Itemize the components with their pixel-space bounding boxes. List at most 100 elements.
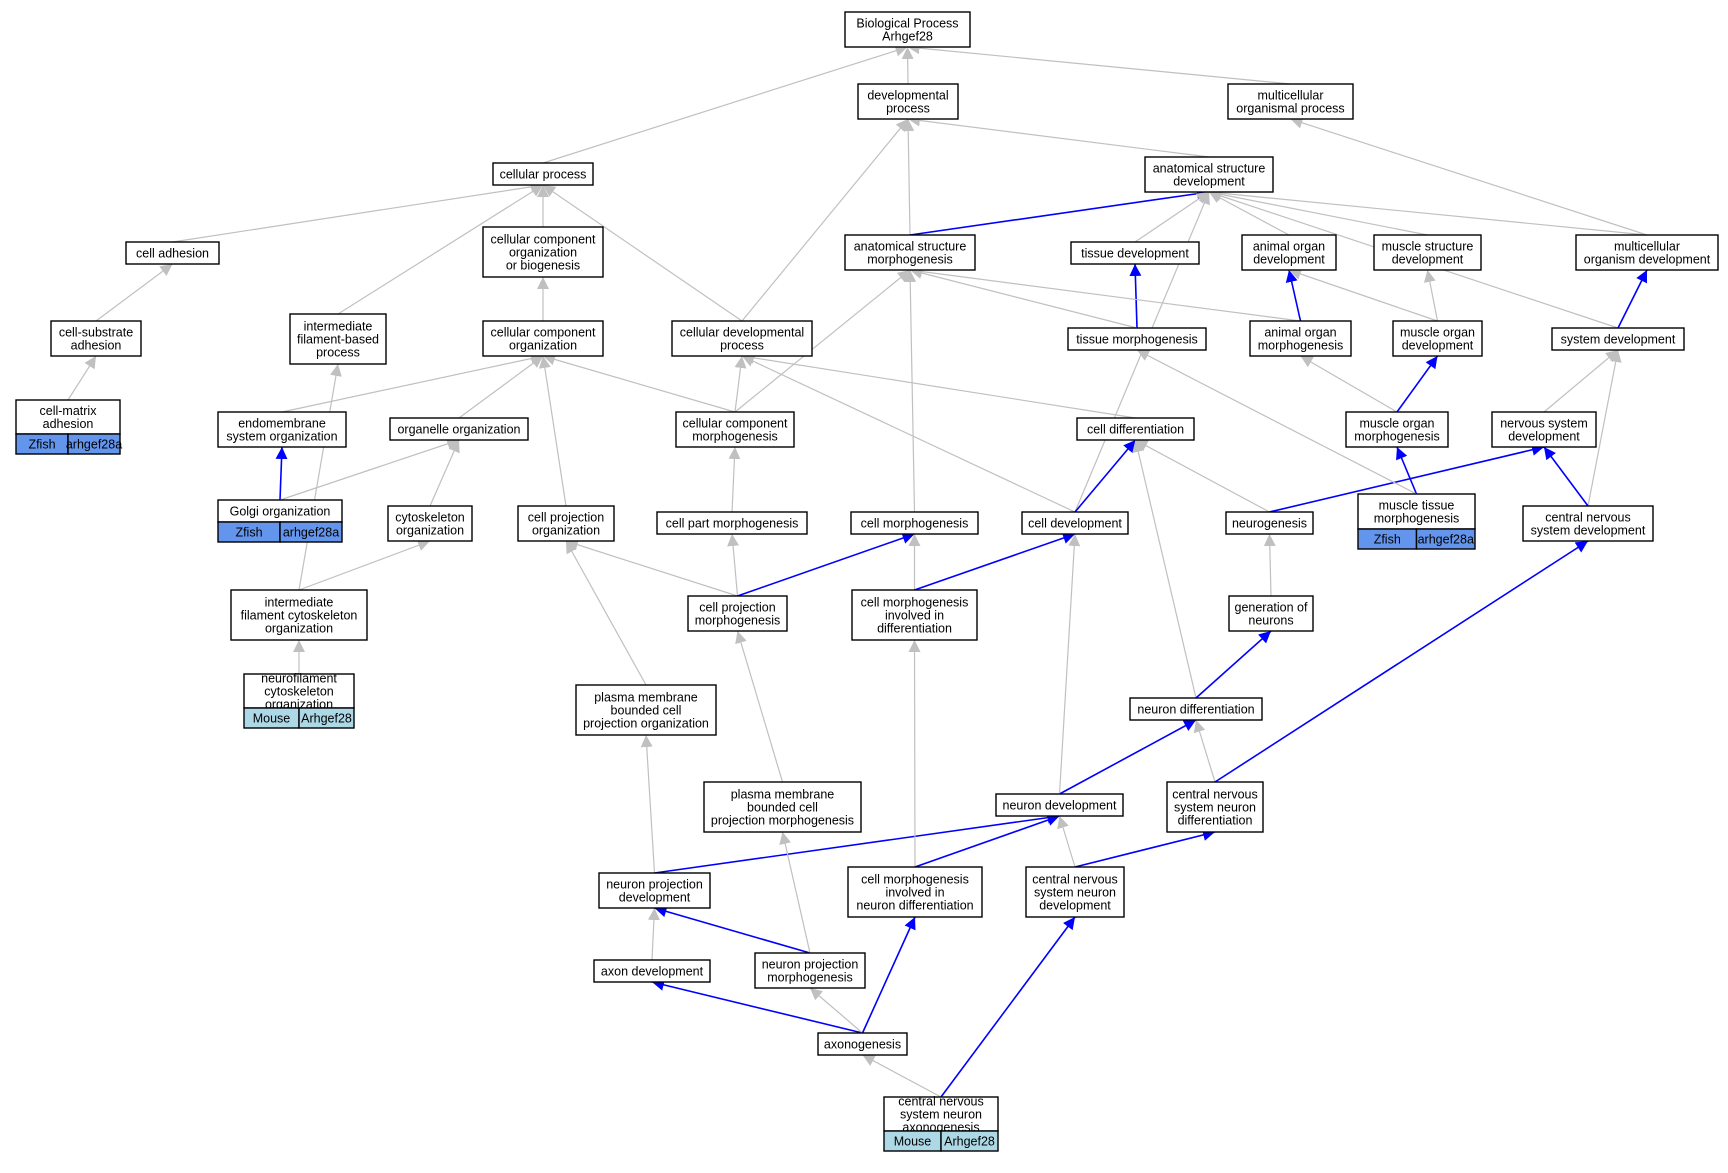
node-nd[interactable]: neuron differentiation [1129, 697, 1263, 721]
edge-npm-to-pmbcpm [779, 831, 811, 954]
node-box [1392, 320, 1483, 357]
node-label-line: bounded cell [747, 801, 818, 815]
node-cdiff[interactable]: cell differentiation [1076, 417, 1195, 441]
node-label-line: cell development [1028, 517, 1122, 531]
node-label-line: projection organization [583, 717, 709, 731]
node-label-line: generation of [1235, 601, 1309, 615]
edge-npm-to-npd [654, 905, 811, 954]
node-box [1241, 234, 1337, 271]
node-ca[interactable]: cell adhesion [125, 241, 220, 265]
node-oo[interactable]: organelle organization [389, 417, 529, 441]
edge-tm-to-td [1129, 263, 1142, 329]
node-box [289, 313, 387, 365]
node-label-line: central nervous [1172, 788, 1257, 802]
node-box [1025, 866, 1125, 918]
edge-mtm-to-tm [1136, 349, 1417, 495]
node-label-line: nervous system [1500, 417, 1588, 431]
node-label-line: neurogenesis [1232, 517, 1307, 531]
edge-ndev-to-cd [1058, 533, 1081, 795]
edge-nd-to-gon [1195, 630, 1272, 699]
edge-muom-to-muod [1396, 355, 1439, 413]
node-tm[interactable]: tissue morphogenesis [1067, 327, 1207, 351]
node-label-line: tissue morphogenesis [1076, 333, 1198, 347]
node-label-line: involved in [885, 609, 944, 623]
node-label-line: cell morphogenesis [861, 873, 969, 887]
edge-sd-to-mod [1617, 269, 1648, 329]
edge-ng-to-cdiff [1135, 439, 1270, 513]
node-ng[interactable]: neurogenesis [1225, 511, 1314, 535]
edge-dev-to-bp [901, 46, 914, 85]
node-nco[interactable]: neurofilamentcytoskeletonorganizationMou… [243, 672, 355, 729]
node-label-line: tissue development [1081, 247, 1189, 261]
node-box [598, 872, 711, 909]
edge-cm-to-asm [904, 269, 917, 513]
node-label-line: system neuron [1034, 886, 1116, 900]
node-cpm[interactable]: cell part morphogenesis [656, 511, 808, 535]
node-ndev[interactable]: neuron development [995, 793, 1124, 817]
node-box [687, 595, 788, 632]
node-label-line: process [720, 339, 764, 353]
node-ax[interactable]: axonogenesis [817, 1032, 908, 1056]
node-label-line: cell-substrate [59, 326, 133, 340]
node-cd[interactable]: cell development [1021, 511, 1129, 535]
node-label-line: development [1253, 253, 1325, 267]
node-ad[interactable]: axon development [593, 959, 711, 983]
edge-cprm-to-cpm [727, 533, 740, 597]
edge-go-to-oo [279, 438, 460, 501]
gene-label: Arhgef28 [944, 1135, 995, 1149]
node-box [575, 684, 717, 736]
node-label-line: cellular process [500, 168, 587, 182]
node-label-line: multicellular [1258, 89, 1324, 103]
node-cp[interactable]: cellular process [492, 162, 594, 186]
node-sd[interactable]: system development [1551, 327, 1685, 351]
node-box [675, 411, 795, 448]
edge-mod-to-asd [1208, 187, 1648, 236]
edge-cd-to-cdiff [1074, 439, 1137, 513]
edge-ndev-to-nd [1059, 719, 1197, 795]
node-label-line: involved in [885, 886, 944, 900]
node-cm[interactable]: cell morphogenesis [850, 511, 979, 535]
edge-ax-to-cmind [861, 916, 916, 1034]
edge-go-to-eso [275, 446, 288, 501]
node-td[interactable]: tissue development [1070, 241, 1200, 265]
node-box [1357, 493, 1476, 530]
